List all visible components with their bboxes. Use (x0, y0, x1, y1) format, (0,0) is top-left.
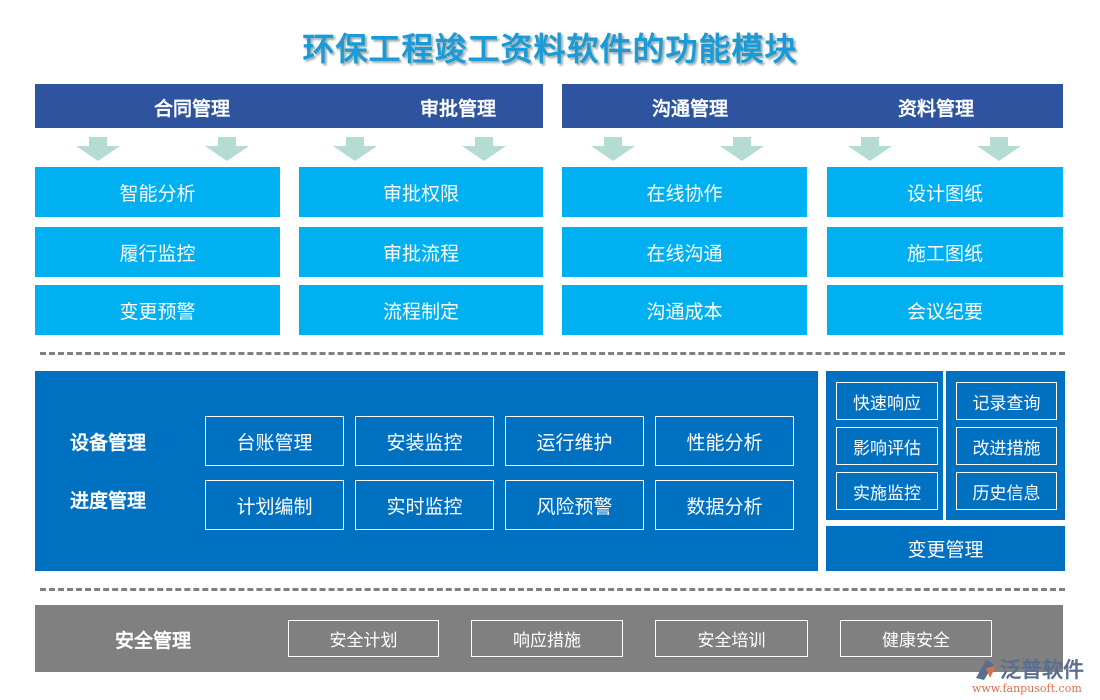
module-item: 在线协作 (562, 167, 807, 217)
module-item: 审批权限 (299, 167, 543, 217)
module-item: 变更预警 (35, 285, 280, 335)
module-item: 审批流程 (299, 227, 543, 277)
change-right-panel (946, 371, 1065, 520)
down-arrow-icon (720, 137, 764, 161)
module-item: 设计图纸 (827, 167, 1063, 217)
module-item: 风险预警 (505, 480, 644, 530)
label-safety: 安全管理 (115, 630, 192, 652)
change-item: 实施监控 (836, 472, 938, 510)
module-item: 流程制定 (299, 285, 543, 335)
equipment-progress-panel: 设备管理 进度管理 (35, 371, 818, 571)
divider-1 (40, 352, 1065, 355)
logo-url: www.fanpusoft.com (972, 682, 1082, 695)
logo-icon (976, 660, 996, 680)
module-item: 施工图纸 (827, 227, 1063, 277)
safety-item: 安全培训 (655, 620, 808, 657)
change-item: 历史信息 (956, 472, 1057, 510)
module-item: 沟通成本 (562, 285, 807, 335)
module-item: 会议纪要 (827, 285, 1063, 335)
module-item: 智能分析 (35, 167, 280, 217)
change-management: 变更管理 (826, 526, 1065, 571)
page-title: 环保工程竣工资料软件的功能模块 (302, 30, 798, 68)
down-arrow-icon (591, 137, 635, 161)
logo-name: 泛普软件 (1000, 658, 1084, 682)
safety-panel: 安全管理 (35, 605, 1063, 672)
module-item: 安装监控 (355, 416, 494, 466)
label-equipment: 设备管理 (70, 432, 147, 454)
module-item: 台账管理 (205, 416, 344, 466)
header-bar-right: 沟通管理 资料管理 (562, 84, 1063, 128)
down-arrow-icon (333, 137, 377, 161)
module-item: 运行维护 (505, 416, 644, 466)
module-item: 数据分析 (655, 480, 794, 530)
down-arrow-icon (462, 137, 506, 161)
module-item: 在线沟通 (562, 227, 807, 277)
divider-2 (40, 588, 1065, 591)
down-arrow-icon (76, 137, 120, 161)
header-documents: 资料管理 (897, 98, 974, 120)
module-item: 履行监控 (35, 227, 280, 277)
change-item: 改进措施 (956, 427, 1057, 465)
label-progress: 进度管理 (70, 490, 147, 512)
change-item: 快速响应 (836, 382, 938, 420)
header-communication: 沟通管理 (651, 98, 728, 120)
down-arrow-icon (848, 137, 892, 161)
module-item: 实时监控 (355, 480, 494, 530)
header-approval: 审批管理 (419, 98, 496, 120)
change-item: 影响评估 (836, 427, 938, 465)
down-arrow-icon (977, 137, 1021, 161)
safety-item: 安全计划 (288, 620, 439, 657)
down-arrow-icon (205, 137, 249, 161)
change-item: 记录查询 (956, 382, 1057, 420)
header-contract: 合同管理 (153, 98, 230, 120)
module-item: 计划编制 (205, 480, 344, 530)
safety-item: 响应措施 (471, 620, 623, 657)
logo: 泛普软件 www.fanpusoft.com (970, 652, 1095, 698)
change-left-panel (826, 371, 943, 520)
safety-item: 健康安全 (840, 620, 992, 657)
module-item: 性能分析 (655, 416, 794, 466)
header-bar-left: 合同管理 审批管理 (35, 84, 543, 128)
